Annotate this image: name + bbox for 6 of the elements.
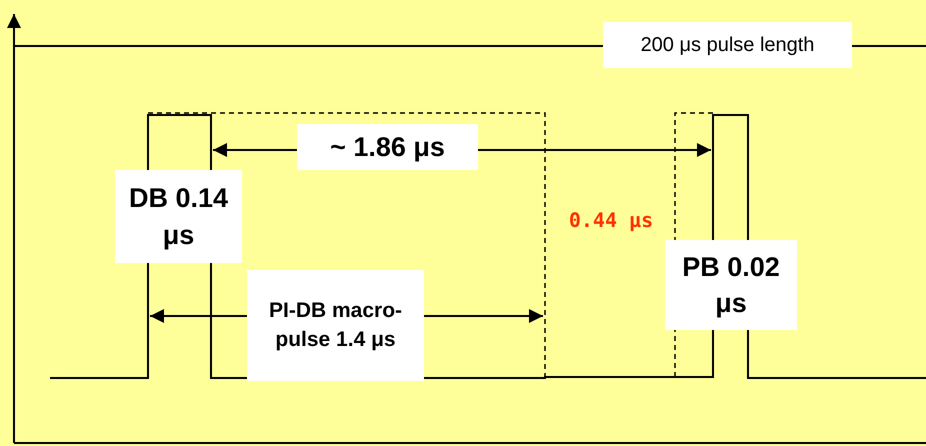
value-label: 0.44 μs	[568, 206, 654, 234]
value-label: 200 μs pulse length	[603, 22, 852, 68]
value-label: DB 0.14 μs	[115, 170, 242, 263]
value-label: PI-DB macro-pulse 1.4 μs	[247, 270, 424, 381]
value-label: PB 0.02 μs	[665, 240, 797, 330]
value-label: ~ 1.86 μs	[297, 124, 478, 170]
